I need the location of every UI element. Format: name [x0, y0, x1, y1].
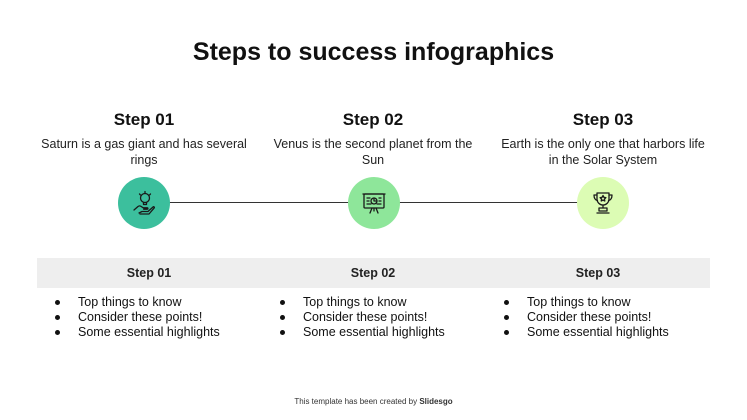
list-item: Some essential highlights	[500, 325, 669, 340]
step-heading: Step 02	[342, 110, 404, 129]
step-2-circle	[348, 177, 400, 229]
step-description: Venus is the second planet from the Sun	[273, 137, 473, 167]
bullet-list-step-1: Top things to know Consider these points…	[51, 295, 220, 340]
band-label-step-3: Step 03	[575, 266, 621, 280]
step-heading: Step 01	[113, 110, 175, 129]
footer-credit: This template has been created by Slides…	[0, 397, 747, 406]
list-item: Consider these points!	[51, 310, 220, 325]
list-item: Consider these points!	[500, 310, 669, 325]
trophy-icon	[593, 192, 613, 214]
page-title: Steps to success infographics	[192, 38, 555, 66]
list-item: Top things to know	[51, 295, 220, 310]
presentation-board-icon	[362, 193, 386, 214]
band-label-step-2: Step 02	[350, 266, 396, 280]
hand-lightbulb-icon	[133, 190, 155, 215]
step-column-2: Step 02 Venus is the second planet from …	[268, 110, 478, 168]
list-item: Top things to know	[500, 295, 669, 310]
list-item: Some essential highlights	[276, 325, 445, 340]
list-item: Consider these points!	[276, 310, 445, 325]
step-3-circle	[577, 177, 629, 229]
list-item: Top things to know	[276, 295, 445, 310]
footer-brand-link[interactable]: Slidesgo	[419, 397, 453, 406]
step-column-1: Step 01 Saturn is a gas giant and has se…	[39, 110, 249, 168]
list-item: Some essential highlights	[51, 325, 220, 340]
bullet-list-step-3: Top things to know Consider these points…	[500, 295, 669, 340]
step-column-3: Step 03 Earth is the only one that harbo…	[498, 110, 708, 168]
steps-band: Step 01 Step 02 Step 03	[37, 258, 710, 288]
step-description: Saturn is a gas giant and has several ri…	[41, 137, 247, 167]
band-label-step-1: Step 01	[126, 266, 172, 280]
step-description: Earth is the only one that harbors life …	[501, 137, 705, 167]
step-1-circle	[118, 177, 170, 229]
bullet-list-step-2: Top things to know Consider these points…	[276, 295, 445, 340]
step-heading: Step 03	[572, 110, 634, 129]
footer-text: This template has been created by	[294, 397, 420, 406]
